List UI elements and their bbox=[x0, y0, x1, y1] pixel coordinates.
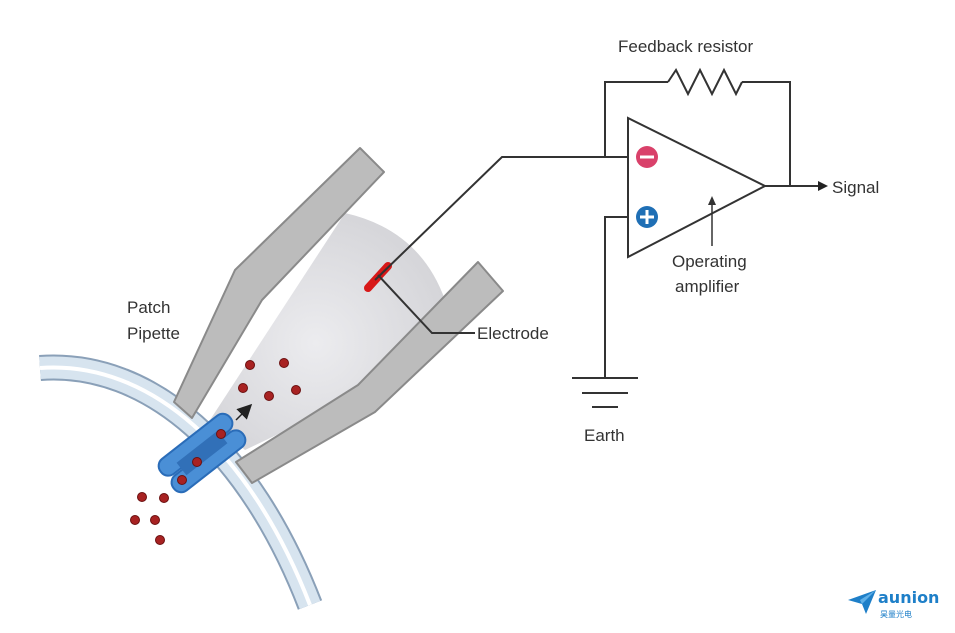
minus-icon bbox=[636, 146, 658, 168]
ion bbox=[177, 475, 187, 485]
ion bbox=[291, 385, 301, 395]
op-amp-triangle bbox=[627, 116, 768, 259]
ion bbox=[137, 492, 147, 502]
feedback-resistor-icon bbox=[667, 67, 743, 97]
ground-icon bbox=[572, 377, 638, 408]
cell-membrane bbox=[39, 354, 323, 610]
op-amp-pointer-head-icon bbox=[708, 196, 716, 205]
earth-label: Earth bbox=[584, 426, 625, 445]
ion bbox=[279, 358, 289, 368]
operating-amplifier-label-line1: Operating bbox=[672, 252, 747, 271]
ion-flow-arrow-icon bbox=[235, 403, 253, 421]
ions bbox=[130, 358, 301, 545]
ion bbox=[192, 457, 202, 467]
brand-name: aunion bbox=[878, 588, 939, 607]
ion bbox=[264, 391, 274, 401]
patch-pipette-label-line1: Patch bbox=[127, 298, 170, 317]
brand-subtitle: 昊量光电 bbox=[880, 609, 912, 619]
feedback-resistor-label: Feedback resistor bbox=[618, 37, 753, 56]
brand-logo: aunion 昊量光电 bbox=[848, 588, 939, 619]
patch-pipette-label-line2: Pipette bbox=[127, 324, 180, 343]
signal-label: Signal bbox=[832, 178, 879, 197]
signal-arrow-icon bbox=[818, 181, 828, 191]
ion bbox=[150, 515, 160, 525]
ion bbox=[155, 535, 165, 545]
pipette-lower-wall bbox=[235, 261, 504, 484]
operating-amplifier-label-line2: amplifier bbox=[675, 277, 740, 296]
electrode-label: Electrode bbox=[477, 324, 549, 343]
circuit-wires bbox=[374, 81, 820, 378]
ion-channel bbox=[157, 412, 247, 494]
ion bbox=[159, 493, 169, 503]
ion bbox=[216, 429, 226, 439]
pipette-upper-wall bbox=[173, 147, 385, 419]
ion bbox=[245, 360, 255, 370]
ion bbox=[238, 383, 248, 393]
ion bbox=[130, 515, 140, 525]
plus-icon bbox=[636, 206, 658, 228]
